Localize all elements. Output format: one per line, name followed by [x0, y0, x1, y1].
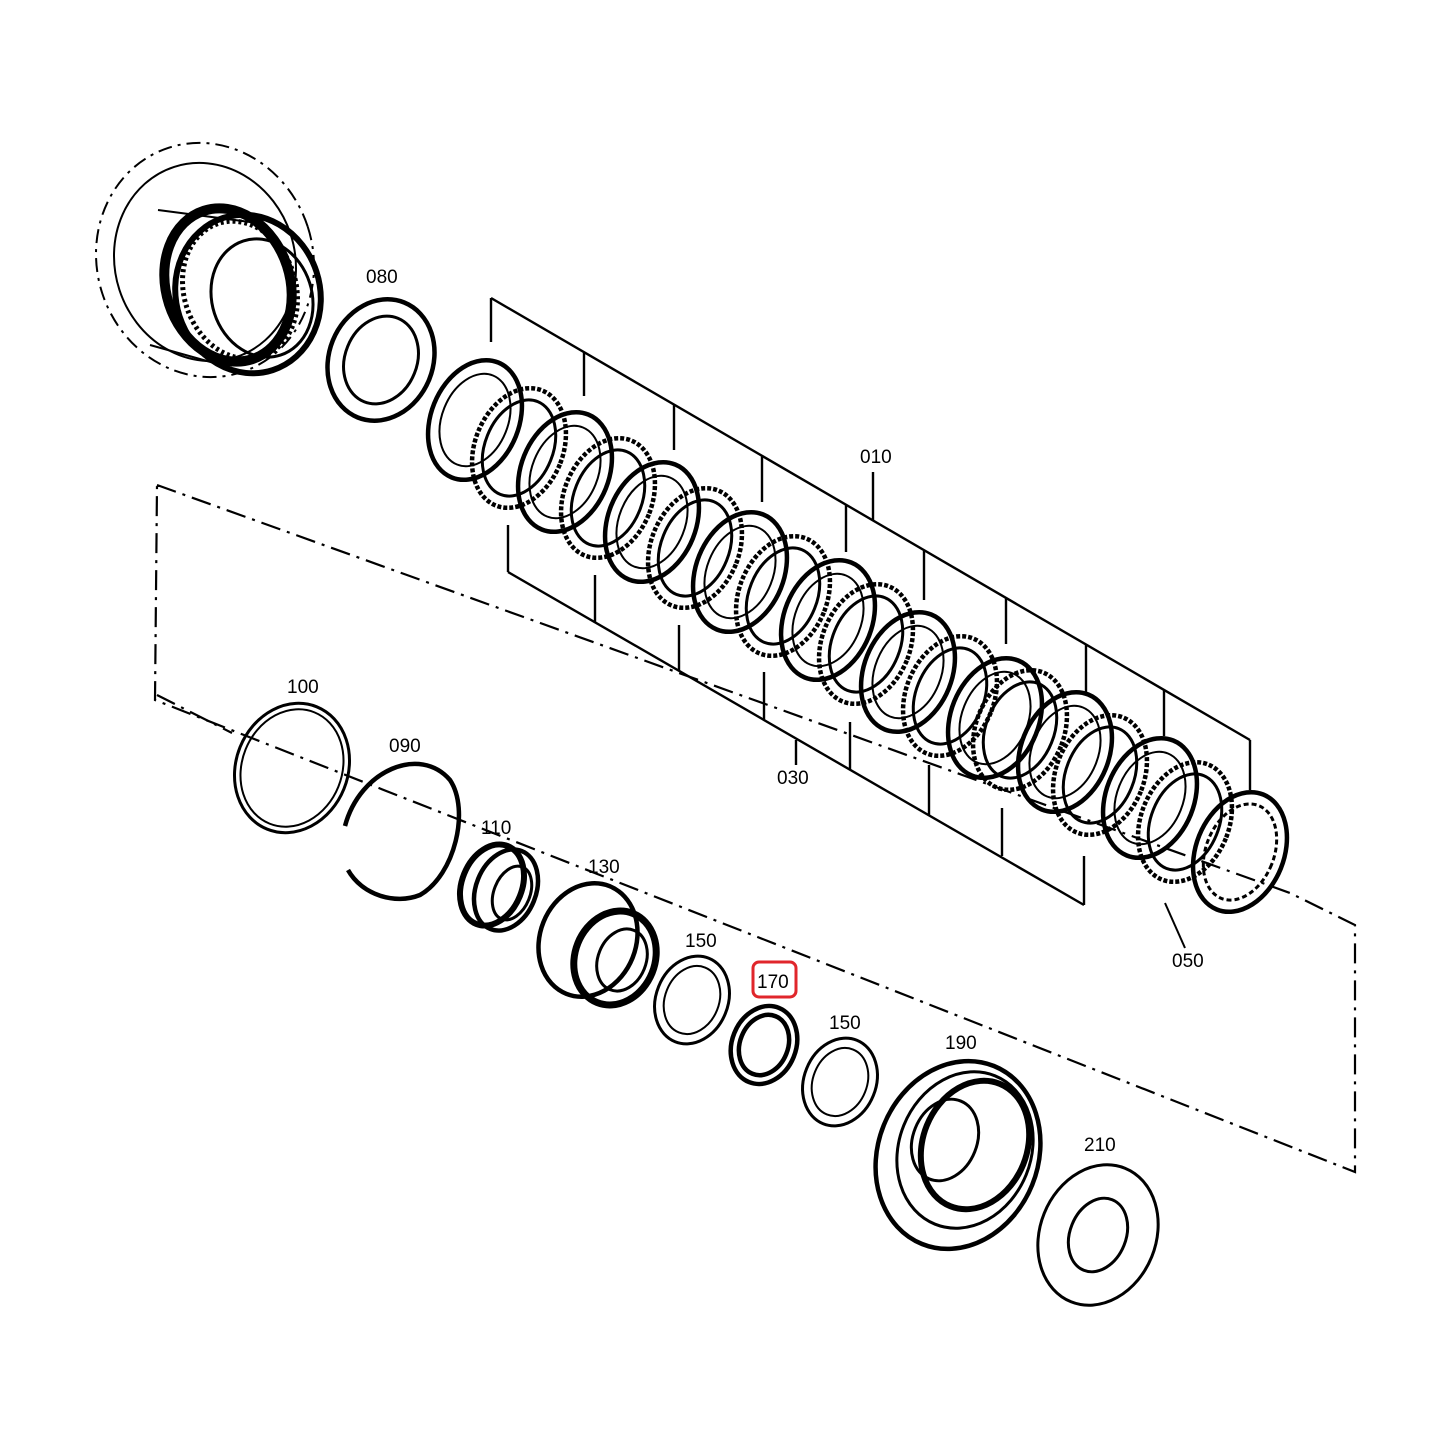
- part-090-snap-ring[interactable]: [342, 761, 462, 901]
- plate-06: [645, 485, 745, 611]
- part-080-washer[interactable]: [310, 283, 453, 437]
- clutch-plate-stack[interactable]: [411, 346, 1304, 926]
- leader-050: [1164, 902, 1186, 949]
- plate-09: [778, 557, 878, 683]
- part-170-seal-ring[interactable]: [719, 996, 808, 1094]
- highlight-box-170: [751, 960, 798, 999]
- plate-10: [816, 581, 916, 707]
- part-190-hub[interactable]: [848, 1036, 1068, 1274]
- callout-080[interactable]: 080: [366, 267, 398, 288]
- bracket-030: [506, 525, 1086, 907]
- bracket-010: [489, 296, 1252, 790]
- callout-030[interactable]: 030: [777, 768, 809, 789]
- callout-210[interactable]: 210: [1084, 1135, 1116, 1156]
- callout-100[interactable]: 100: [287, 677, 319, 698]
- plate-01: [425, 357, 525, 483]
- callout-150-b[interactable]: 150: [829, 1013, 861, 1034]
- plate-03: [515, 409, 615, 535]
- callout-050[interactable]: 050: [1172, 951, 1204, 972]
- assembly-axis-link: [156, 694, 233, 734]
- callout-150-a[interactable]: 150: [685, 931, 717, 952]
- part-150-washer-a[interactable]: [642, 945, 742, 1055]
- part-130-piston[interactable]: [522, 868, 670, 1017]
- callout-190[interactable]: 190: [945, 1033, 977, 1054]
- callout-170[interactable]: 170: [757, 972, 789, 993]
- clutch-drum[interactable]: [66, 114, 344, 405]
- part-100-ring[interactable]: [215, 686, 368, 850]
- assembly-axis-line: [153, 483, 1357, 1174]
- plate-15: [1015, 689, 1115, 815]
- callout-110[interactable]: 110: [481, 818, 511, 839]
- plate-05: [602, 459, 702, 585]
- callout-130[interactable]: 130: [588, 857, 620, 878]
- part-210-washer[interactable]: [1017, 1147, 1178, 1324]
- plate-08: [733, 533, 833, 659]
- plate-19: [1190, 789, 1290, 915]
- plate-11: [858, 609, 958, 735]
- callout-090[interactable]: 090: [389, 736, 421, 757]
- plate-07: [690, 509, 790, 635]
- part-150-washer-b[interactable]: [790, 1027, 890, 1137]
- callout-010[interactable]: 010: [860, 447, 892, 468]
- plate-17: [1100, 735, 1200, 861]
- plate-02: [469, 385, 569, 511]
- part-110-spring[interactable]: [448, 835, 549, 940]
